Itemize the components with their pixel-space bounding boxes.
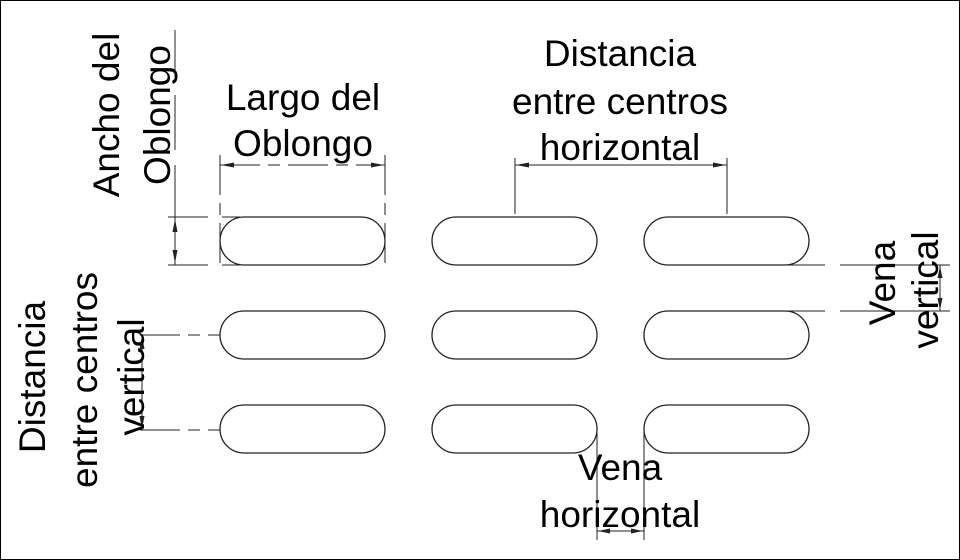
largo-label-line1: Largo del xyxy=(226,77,380,118)
oblong-slot xyxy=(431,216,598,266)
vena-vertical-label-line2: vertical xyxy=(905,231,946,348)
ancho-label-line1: Ancho del xyxy=(86,33,127,198)
oblong-slot xyxy=(219,404,386,454)
oblong-slot xyxy=(643,404,810,454)
ancho-dimension xyxy=(168,30,240,266)
oblong-slot xyxy=(643,216,810,266)
dist-vertical-label-line1: Distancia xyxy=(12,300,53,453)
dist-vertical-label-line3: vertical xyxy=(111,318,152,435)
vena-horizontal-label-line2: horizontal xyxy=(540,494,700,535)
distancia-horizontal-dimension xyxy=(514,158,728,214)
oblong-slot xyxy=(431,404,598,454)
largo-label-line2: Oblongo xyxy=(233,123,373,164)
dist-horizontal-label-line1: Distancia xyxy=(544,33,697,74)
largo-dimension xyxy=(219,155,386,265)
dist-horizontal-label-line3: horizontal xyxy=(540,127,700,168)
vena-vertical-dimension xyxy=(785,264,950,312)
oblong-slot xyxy=(431,310,598,360)
vena-vertical-label-line1: Vena xyxy=(862,240,903,325)
vena-horizontal-dimension xyxy=(596,430,645,540)
ancho-label-line2: Oblongo xyxy=(137,45,178,185)
oblong-slot xyxy=(643,310,810,360)
vena-horizontal-label-line1: Vena xyxy=(578,447,663,488)
dist-vertical-label-line2: entre centros xyxy=(64,272,105,488)
dist-horizontal-label-line2: entre centros xyxy=(512,81,728,122)
distancia-vertical-dimension xyxy=(139,334,220,431)
